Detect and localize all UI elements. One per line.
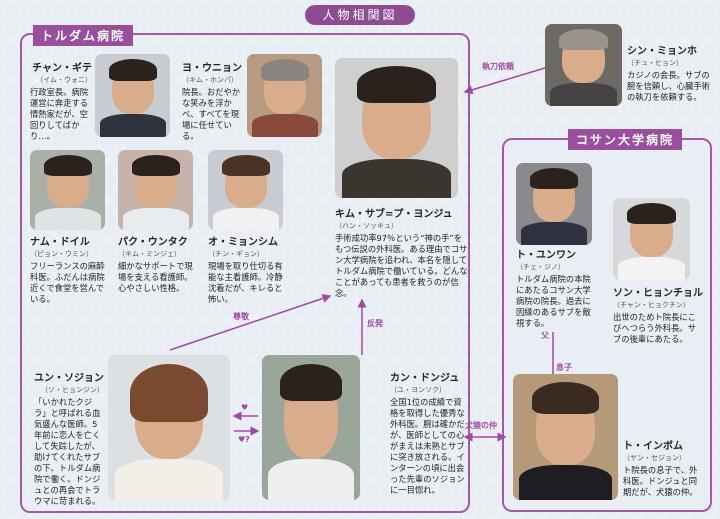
name: シン・ミョンホ <box>627 46 697 57</box>
kosan-label: コサン大学病院 <box>568 129 683 150</box>
son-label: 息子 <box>556 363 572 372</box>
desc: 全国1位の成績で資格を取得した優秀な外科医。腕は確かだが、医師としての心がまえは… <box>390 397 465 495</box>
name: カン・ドンジュ <box>390 373 460 384</box>
photo-do-yunwan <box>516 163 592 245</box>
desc: ト院長の息子で、外科医。ドンジュと同期だが、犬猿の仲。 <box>623 465 698 497</box>
desc: 院長。おだやかな笑みを浮かべ、すべてを現場に任せている。 <box>182 87 241 141</box>
photo-oh-myongsim <box>208 150 283 230</box>
actor: （チン・ギョン） <box>208 250 264 258</box>
desc: 出世のためト院長にこびへつらう外科長。サブの後輩にあたる。 <box>613 312 696 344</box>
card-park-untak: パク・ウンタク （キム・ミンジェ） 細かなサポートで現場を支える看護師。心やさしい性… <box>118 236 200 294</box>
desc: 現場を取り仕切る有能な主看護師。冷静沈着だが、キレると怖い。 <box>208 261 283 304</box>
name: チャン・ギテ <box>32 63 92 74</box>
card-yo-unyong: ヨ・ウニョン （キム・ホンパ） 院長。おだやかな笑みを浮かべ、すべてを現場に任せてい… <box>182 62 242 142</box>
name: ト・ユンワン <box>516 250 576 261</box>
actor: （チャン・ヒョクチン） <box>613 301 690 309</box>
actor: （ソ・ヒョンジン） <box>41 386 104 394</box>
desc: 手術成功率97％という“神の手”をもつ伝説の外科医。ある理由でコサン大学病院を追… <box>335 233 468 298</box>
card-kang-dongju: カン・ドンジュ （ユ・ヨンソク） 全国1位の成績で資格を取得した優秀な外科医。腕は確… <box>390 372 468 496</box>
rebel-label: 反発 <box>367 319 383 328</box>
card-chan-gite: チャン・ギテ （イム・ウォニ） 行政室長。病院運営に奔走する情熱家だが、空回りしてば… <box>30 62 92 142</box>
card-shin-myongho: シン・ミョンホ （チュ・ヒョン） カジノの会長。サブの腕を信頼し、心臓手術の執刀を依… <box>627 45 715 103</box>
toldam-label: トルダム病院 <box>33 25 134 46</box>
heart-icon: ♥ <box>241 403 249 412</box>
actor: （チュ・ヒョン） <box>627 59 683 67</box>
father-label: 父 <box>541 331 549 340</box>
photo-son-hyonchol <box>613 198 690 280</box>
toldam-frame <box>20 33 470 513</box>
card-oh-myongsim: オ・ミョンシム （チン・ギョン） 現場を取り仕切る有能な主看護師。冷静沈着だが、キレ… <box>208 236 288 305</box>
name: オ・ミョンシム <box>208 237 278 248</box>
card-yun-sojong: ユン・ソジョン （ソ・ヒョンジン） 「いかれたクジラ」と呼ばれる血気盛んな医師。5年… <box>34 372 104 507</box>
photo-do-inbom <box>513 374 618 500</box>
desc: 行政室長。病院運営に奔走する情熱家だが、空回りしてばかり…。 <box>30 87 89 141</box>
photo-nam-doil <box>30 150 105 230</box>
name: キム・サブ=プ・ヨンジュ <box>335 209 453 220</box>
actor: （ユ・ヨンソク） <box>390 386 446 394</box>
card-nam-doil: ナム・ドイル （ピョン・ウミン） フリーランスの麻酔科医。ふだんは病院近くで食堂を営… <box>30 236 110 305</box>
actor: （ヤン・セジョン） <box>623 454 686 462</box>
actor: （イム・ウォニ） <box>36 76 92 84</box>
desc: カジノの会長。サブの腕を信頼し、心臓手術の執刀を依頼する。 <box>627 70 710 102</box>
name: パク・ウンタク <box>118 237 188 248</box>
photo-shin-myongho <box>545 24 622 106</box>
name: ト・インボム <box>623 441 683 452</box>
desc: フリーランスの麻酔科医。ふだんは病院近くで食堂を営んでいる。 <box>30 261 105 304</box>
card-kim-sabu: キム・サブ=プ・ヨンジュ （ハン・ソッキュ） 手術成功率97％という“神の手”をもつ… <box>335 208 470 299</box>
photo-park-untak <box>118 150 193 230</box>
photo-kim-sabu <box>335 58 458 198</box>
name: ユン・ソジョン <box>34 373 104 384</box>
photo-chan-gite <box>95 54 170 137</box>
photo-yun-sojong <box>108 355 230 500</box>
photo-kang-dongju <box>262 355 360 500</box>
actor: （ピョン・ウミン） <box>30 250 93 258</box>
name: ソン・ヒョンチョル <box>613 288 703 299</box>
respect-arrow <box>169 294 332 351</box>
request-label: 執刀依頼 <box>482 62 514 71</box>
actor: （キム・ミンジェ） <box>118 250 181 258</box>
actor: （キム・ホンパ） <box>182 76 238 84</box>
chart-title: 人物相関図 <box>305 5 415 25</box>
name: ナム・ドイル <box>30 237 90 248</box>
desc: 「いかれたクジラ」と呼ばれる血気盛んな医師。5年前に恋人を亡くして失踪したが、助… <box>34 397 101 506</box>
card-do-yunwan: ト・ユンワン （チェ・ジノ） トルダム病院の本院にあたるコサン大学病院の院長。過去に… <box>516 249 598 329</box>
desc: 細かなサポートで現場を支える看護師。心やさしい性格。 <box>118 261 193 293</box>
desc: トルダム病院の本院にあたるコサン大学病院の院長。過去に因縁のあるサブを敵視する。 <box>516 274 591 328</box>
photo-yo-unyong <box>247 54 322 137</box>
respect-label: 尊敬 <box>233 312 249 321</box>
actor: （ハン・ソッキュ） <box>335 222 398 230</box>
rivals-label: 犬猿の仲 <box>465 421 497 430</box>
actor: （チェ・ジノ） <box>516 263 565 271</box>
name: ヨ・ウニョン <box>182 63 242 74</box>
card-do-inbom: ト・インボム （ヤン・セジョン） ト院長の息子で、外科医。ドンジュと同期だが、犬猿の… <box>623 440 705 498</box>
request-arrow <box>463 67 546 95</box>
card-son-hyonchol: ソン・ヒョンチョル （チャン・ヒョクチン） 出世のためト院長にこびへつらう外科長。サ… <box>613 287 703 345</box>
heart-question-icon: ♥? <box>238 435 250 444</box>
